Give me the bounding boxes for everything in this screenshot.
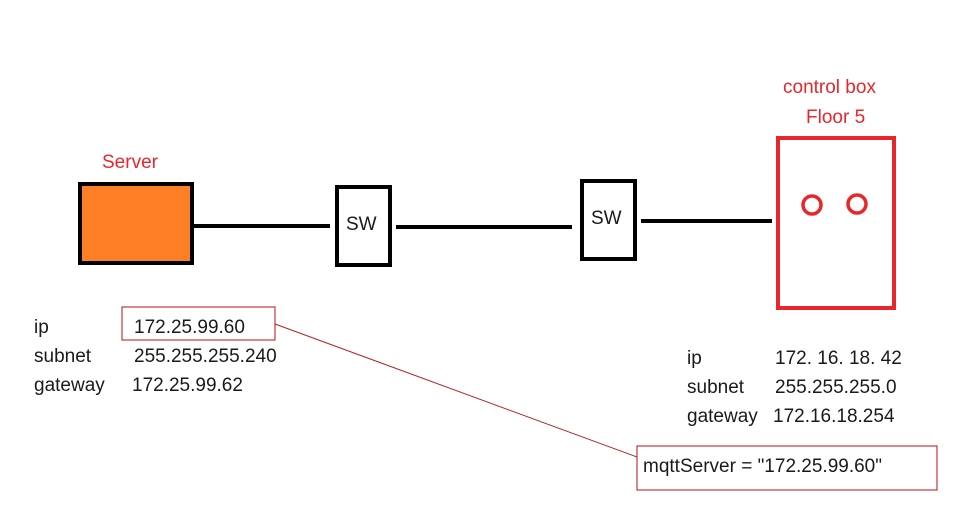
- switch-1-label: SW: [346, 214, 377, 235]
- controlbox-gateway-value: 172.16.18.254: [773, 406, 895, 427]
- callout-text: mqttServer = "172.25.99.60": [643, 456, 882, 477]
- control-box-title: control box: [783, 77, 876, 98]
- controlbox-subnet-value: 255.255.255.0: [775, 377, 897, 398]
- controlbox-ip-value: 172. 16. 18. 42: [775, 348, 902, 369]
- server-gateway-value: 172.25.99.62: [132, 375, 243, 396]
- server-title: Server: [102, 152, 158, 173]
- server-subnet-value: 255.255.255.240: [134, 346, 277, 367]
- control-box: [776, 136, 896, 310]
- switch-2-label: SW: [591, 208, 622, 229]
- control-box-floor: Floor 5: [806, 107, 866, 128]
- control-box-port-1: [801, 194, 823, 216]
- server-ip-highlight: [121, 306, 276, 341]
- server-gateway-label: gateway: [34, 375, 105, 396]
- controlbox-subnet-label: subnet: [687, 377, 745, 398]
- server-ip-label: ip: [34, 317, 49, 338]
- server-box: [78, 182, 194, 265]
- switch-2-box: [580, 179, 637, 261]
- switch-1-box: [335, 185, 392, 267]
- server-subnet-label: subnet: [34, 346, 92, 367]
- controlbox-ip-label: ip: [687, 348, 702, 369]
- controlbox-gateway-label: gateway: [687, 406, 758, 427]
- control-box-port-2: [846, 193, 868, 215]
- callout-connector: [274, 323, 638, 458]
- callout-box: [636, 445, 938, 491]
- server-ip-value: 172.25.99.60: [134, 317, 245, 338]
